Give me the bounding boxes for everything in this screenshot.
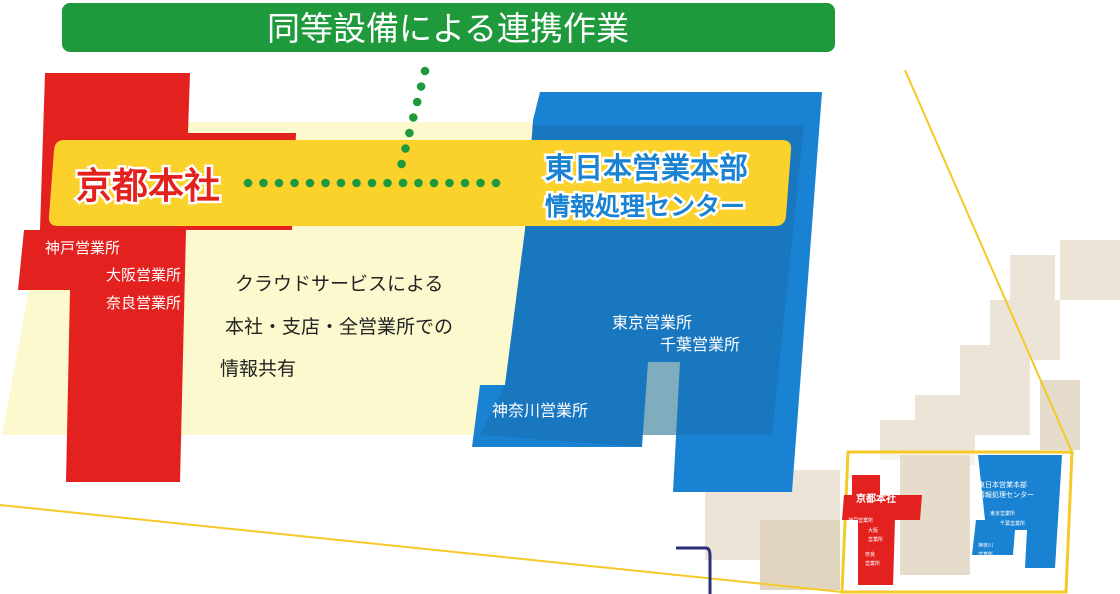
connector-dot <box>460 178 470 188</box>
connector-dot <box>352 178 361 188</box>
inset-east-office: 千葉営業所 <box>1000 520 1025 527</box>
connector-dot <box>416 82 426 91</box>
connector-line <box>0 504 843 593</box>
connector-dot <box>290 178 299 188</box>
inset-east-office: 神奈川 <box>978 542 993 549</box>
connector-dot <box>321 178 330 188</box>
center-text-line2: 本社・支店・全営業所での <box>225 316 453 338</box>
connector-dot <box>243 178 253 188</box>
connector-dot <box>414 178 423 188</box>
connector-dot <box>305 178 315 188</box>
kyoto-office-osaka: 大阪営業所 <box>106 266 181 284</box>
connector-dot <box>397 159 406 169</box>
center-text-line1: クラウドサービスによる <box>235 273 443 295</box>
center-text-line3: 情報共有 <box>220 358 296 380</box>
inset-kyoto-office: 営業所 <box>865 560 880 567</box>
inset-kyoto-office: 大阪 <box>868 527 878 534</box>
inset-east-title: 東日本営業本部 <box>978 480 1027 489</box>
connector-dot <box>383 178 392 188</box>
connector-dot <box>259 178 268 188</box>
connector-dot <box>405 128 414 138</box>
connector-dot <box>445 178 454 188</box>
inset-east-office: 営業所 <box>978 551 993 558</box>
connector-dot <box>491 178 501 188</box>
inset-kyoto-office: 営業所 <box>868 536 883 543</box>
kyoto-office-nara: 奈良営業所 <box>106 294 181 312</box>
connector-dot <box>476 178 485 188</box>
east-office-chiba: 千葉営業所 <box>660 335 740 354</box>
connector-dot <box>336 178 346 188</box>
east-office-tokyo: 東京営業所 <box>612 313 692 332</box>
connector-dot <box>401 144 410 153</box>
connector-dot <box>429 178 439 188</box>
connector-line <box>904 69 1073 453</box>
kyoto-office-kobe: 神戸営業所 <box>45 239 120 257</box>
hook-mark <box>676 546 712 594</box>
connector-dot <box>398 178 408 188</box>
east-title-line2: 情報処理センター <box>545 192 745 221</box>
inset-east-title: 情報処理センター <box>978 490 1034 499</box>
connector-dot <box>409 113 418 122</box>
connector-dot <box>367 178 377 188</box>
inset-kyoto-office: 奈良 <box>865 551 875 558</box>
inset-map: 京都本社 神戸営業所 大阪 営業所 奈良 営業所 東日本営業本部 情報処理センタ… <box>840 450 1074 594</box>
connector-dot <box>412 97 422 107</box>
kyoto-title: 京都本社 <box>76 165 220 207</box>
connector-dot <box>274 178 284 188</box>
east-office-kanagawa: 神奈川営業所 <box>492 401 588 420</box>
inset-kyoto-title: 京都本社 <box>856 492 896 505</box>
inset-east-office: 東京営業所 <box>990 510 1015 517</box>
banner <box>62 3 835 52</box>
connector-dot <box>420 66 430 76</box>
inset-kyoto-office: 神戸営業所 <box>848 517 873 524</box>
dotted-connectors <box>243 66 501 188</box>
east-title-line1: 東日本営業本部 <box>545 151 748 185</box>
banner-title: 同等設備による連携作業 <box>267 9 629 48</box>
